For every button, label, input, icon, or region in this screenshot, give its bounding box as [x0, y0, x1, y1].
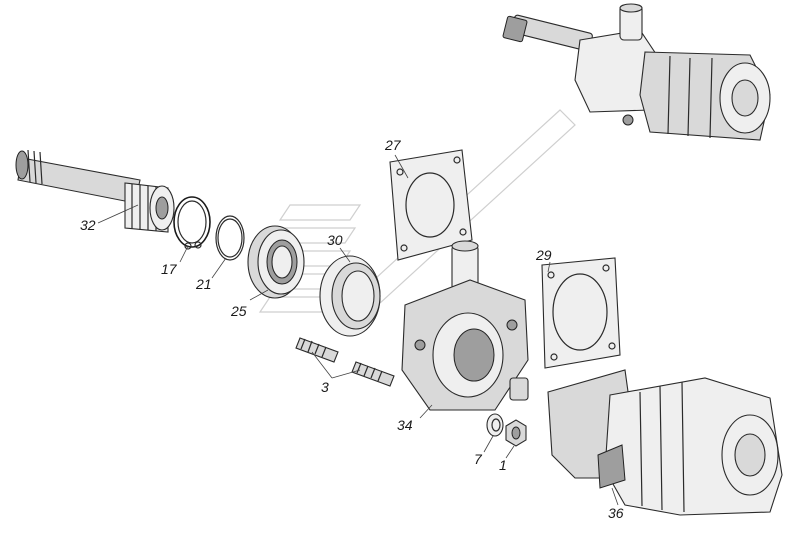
label-21: 21	[195, 276, 212, 292]
part-1-nut	[505, 419, 527, 447]
label-36: 36	[608, 505, 624, 521]
label-27: 27	[384, 137, 402, 153]
label-7: 7	[474, 451, 483, 467]
label-3: 3	[321, 379, 329, 395]
part-27-gasket	[389, 149, 473, 261]
leader-lines	[97, 154, 619, 506]
label-17: 17	[161, 261, 178, 277]
label-34: 34	[397, 417, 413, 433]
label-30: 30	[327, 232, 343, 248]
part-25-bearing	[247, 225, 305, 299]
part-36-pump	[547, 369, 783, 516]
part-17-snap-ring	[173, 196, 211, 250]
label-32: 32	[80, 217, 96, 233]
label-25: 25	[230, 303, 247, 319]
assembled-pump-unit-top	[502, 3, 771, 141]
label-29: 29	[535, 247, 552, 263]
part-34-housing	[401, 240, 529, 411]
part-21-ring	[215, 215, 245, 261]
part-7-washer	[486, 413, 504, 437]
label-1: 1	[499, 457, 507, 473]
part-30-seal	[319, 255, 381, 337]
part-29-gasket	[541, 257, 621, 369]
part-3-studs	[295, 337, 395, 387]
part-32-splined-shaft	[15, 149, 175, 233]
